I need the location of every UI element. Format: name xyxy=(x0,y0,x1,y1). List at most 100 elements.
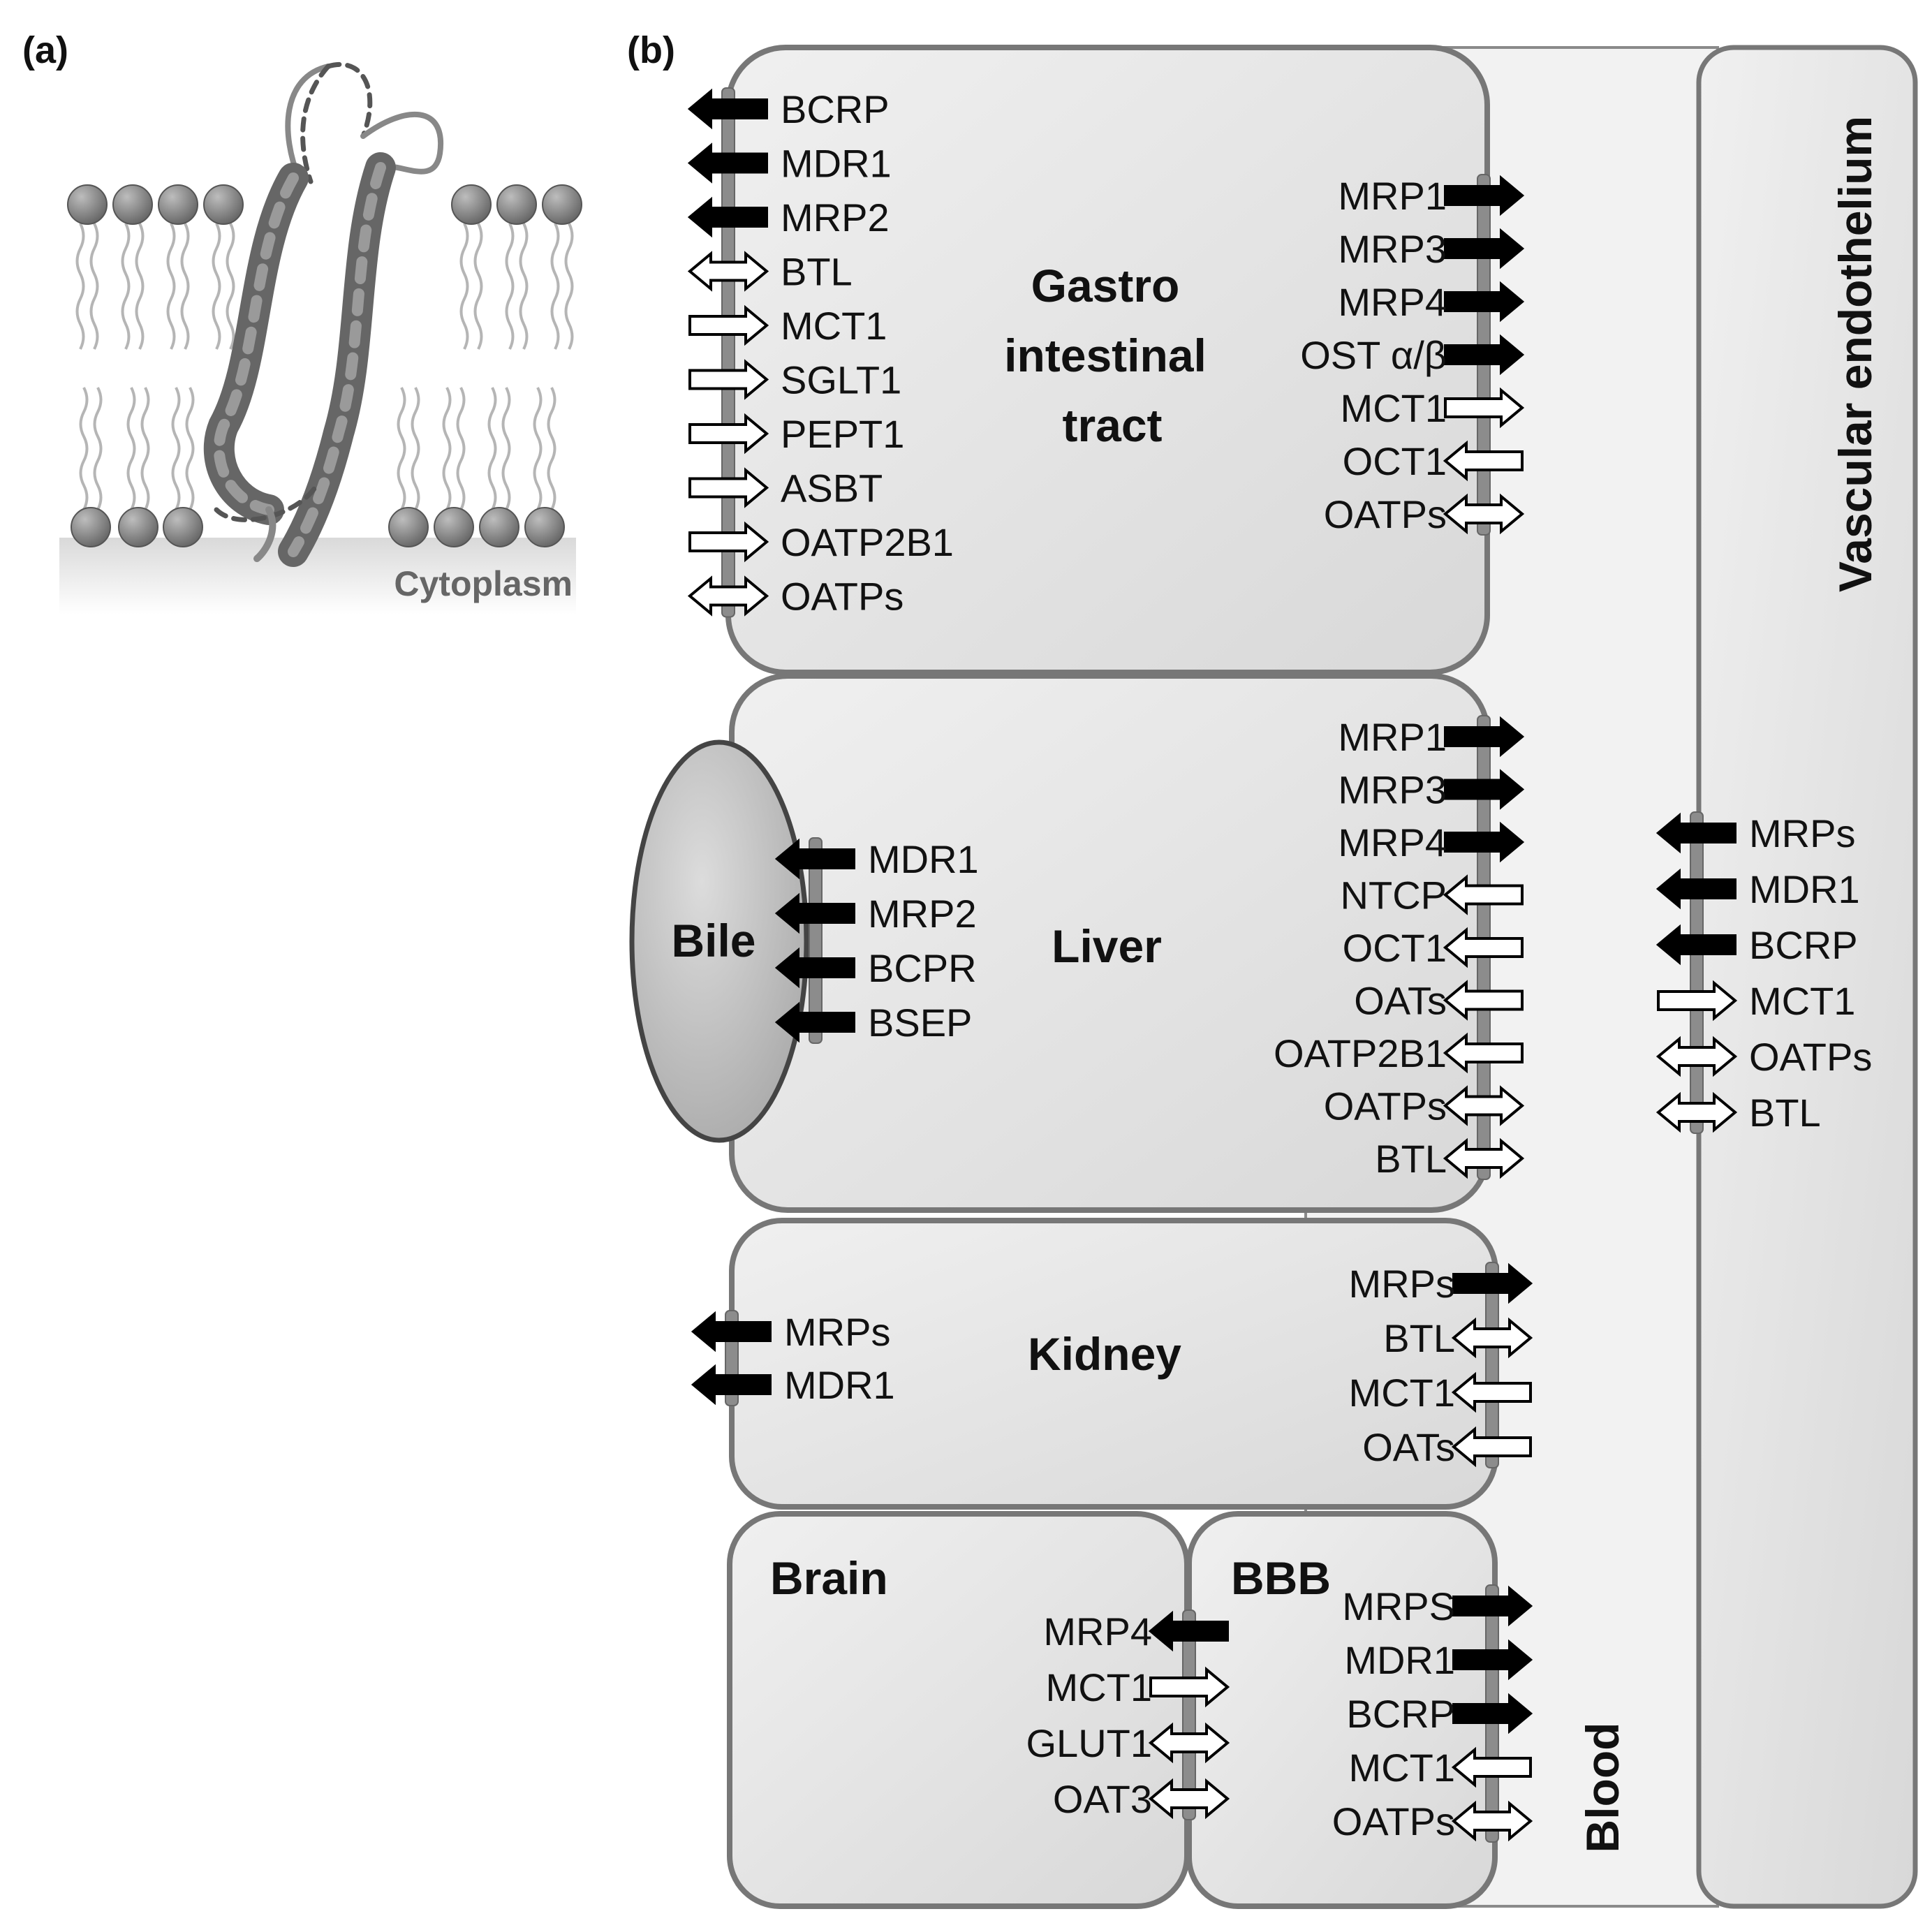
bbb-title: BBB xyxy=(1231,1552,1331,1604)
bbb-arrow-efflux xyxy=(1452,1639,1533,1681)
lipid-head xyxy=(479,507,519,547)
lipid-tail xyxy=(564,223,574,350)
brain-label: MCT1 xyxy=(1046,1665,1152,1709)
brain-arrow-bidirectional xyxy=(1148,1722,1230,1764)
liver-right-label: NTCP xyxy=(1341,874,1447,918)
gi-right-label: MRP3 xyxy=(1338,227,1447,271)
lipid-tail xyxy=(456,387,466,510)
gi-title-line-3: tract xyxy=(1062,399,1162,451)
lipid-head xyxy=(203,184,244,225)
liver-left-arrow-efflux xyxy=(774,838,855,880)
brain-label: OAT3 xyxy=(1053,1777,1152,1821)
lipid-head xyxy=(158,184,198,225)
endothelium-label: MRPs xyxy=(1749,811,1855,855)
endothelium-label: BCRP xyxy=(1749,923,1858,967)
lipid-head xyxy=(71,507,111,547)
gi-right-label: OST α/β xyxy=(1300,333,1447,377)
membrane-channel xyxy=(809,837,823,1044)
liver-left-label: BSEP xyxy=(868,1001,972,1045)
lipid-head xyxy=(112,184,153,225)
liver-left-arrow-efflux xyxy=(774,1001,855,1043)
gi-right-label: MRP4 xyxy=(1338,280,1447,324)
vascular-endothelium-label: Vascular endothelium xyxy=(1829,116,1881,592)
lipid-head xyxy=(524,507,565,547)
endothelium-label: BTL xyxy=(1749,1091,1821,1135)
lipid-tail xyxy=(411,387,420,510)
gi-right-arrow-uptake xyxy=(1443,440,1524,482)
gi-left-label: MRP2 xyxy=(781,196,890,240)
bbb-arrow-uptake xyxy=(1451,1746,1532,1788)
gi-left-arrow-bidirectional xyxy=(687,251,769,292)
kidney-right-label: MCT1 xyxy=(1349,1371,1455,1415)
endothelium-label: MCT1 xyxy=(1749,979,1855,1023)
liver-right-label: OATP2B1 xyxy=(1274,1031,1447,1075)
lipid-bilayer-tails xyxy=(75,223,574,510)
kidney-left-arrow-efflux xyxy=(691,1311,772,1353)
endothelium-arrow-efflux xyxy=(1656,924,1736,966)
gi-left-arrow-uptake xyxy=(688,467,769,508)
panel-b-label: (b) xyxy=(627,29,675,71)
gi-left-label: OATP2B1 xyxy=(781,520,954,564)
transporter-labels: BCRPMDR1MRP2BTLMCT1SGLT1PEPT1ASBTOATP2B1… xyxy=(781,87,1872,1843)
gi-left-arrow-efflux xyxy=(687,142,768,184)
lipid-tail xyxy=(397,387,406,510)
lipid-head xyxy=(451,184,492,225)
membrane-protein-illustration: (a) Cytoplasm xyxy=(22,29,582,614)
bile-label: Bile xyxy=(671,915,755,966)
lipid-tail xyxy=(166,223,176,350)
gi-left-label: BCRP xyxy=(781,87,890,131)
liver-right-label: MRP4 xyxy=(1338,820,1447,864)
membrane-channel xyxy=(1182,1609,1196,1820)
lipid-head xyxy=(542,184,582,225)
lipid-tail xyxy=(212,223,221,350)
gi-right-label: OATPs xyxy=(1324,492,1447,536)
kidney-right-arrow-bidirectional xyxy=(1451,1317,1533,1359)
endothelium-label: OATPs xyxy=(1749,1035,1872,1079)
bbb-label: BCRP xyxy=(1346,1692,1455,1736)
lipid-tail xyxy=(547,387,556,510)
gi-left-arrow-efflux xyxy=(687,88,768,130)
gi-right-arrow-efflux xyxy=(1444,175,1525,216)
lipid-tail xyxy=(533,387,543,510)
kidney-right-label: OATs xyxy=(1362,1425,1455,1469)
lipid-tail xyxy=(171,387,181,510)
endothelium-arrow-efflux xyxy=(1656,868,1736,910)
brain-arrow-uptake xyxy=(1149,1666,1230,1708)
lipid-tail xyxy=(459,223,469,350)
gi-left-label: ASBT xyxy=(781,466,883,510)
transporter-arrows xyxy=(687,88,1738,1842)
gi-right-arrow-bidirectional xyxy=(1443,493,1525,535)
lipid-tail xyxy=(121,223,131,350)
liver-right-label: OATPs xyxy=(1324,1084,1447,1128)
liver-right-label: BTL xyxy=(1375,1137,1447,1181)
liver-left-label: MDR1 xyxy=(868,837,979,881)
kidney-left-arrow-efflux xyxy=(691,1364,772,1406)
gi-left-arrow-efflux xyxy=(687,196,768,238)
gi-title-line-2: intestinal xyxy=(1004,330,1207,381)
bbb-label: OATPs xyxy=(1332,1799,1455,1843)
lipid-tail xyxy=(135,223,145,350)
bbb-arrow-efflux xyxy=(1452,1585,1533,1627)
lipid-head xyxy=(388,507,429,547)
endothelium-arrow-bidirectional xyxy=(1656,1036,1738,1077)
kidney-right-arrow-uptake xyxy=(1451,1426,1532,1468)
gi-left-arrow-uptake xyxy=(688,359,769,400)
brain-arrow-bidirectional xyxy=(1148,1778,1230,1820)
brain-title: Brain xyxy=(770,1552,888,1604)
liver-left-arrow-efflux xyxy=(774,947,855,989)
lipid-tail xyxy=(79,387,89,510)
bile-duct xyxy=(629,739,809,1143)
lipid-tail xyxy=(75,223,85,350)
gi-left-arrow-uptake xyxy=(688,304,769,346)
lipid-tail xyxy=(501,387,511,510)
protein-helices-icon xyxy=(203,61,444,567)
lipid-head xyxy=(496,184,537,225)
liver-right-arrow-efflux xyxy=(1444,716,1525,758)
liver-right-arrow-efflux xyxy=(1444,821,1525,863)
kidney-right-arrow-uptake xyxy=(1451,1371,1532,1413)
lipid-tail xyxy=(140,387,150,510)
liver-right-arrow-uptake xyxy=(1443,980,1524,1021)
lipid-tail xyxy=(487,387,497,510)
blood-label: Blood xyxy=(1577,1723,1628,1853)
